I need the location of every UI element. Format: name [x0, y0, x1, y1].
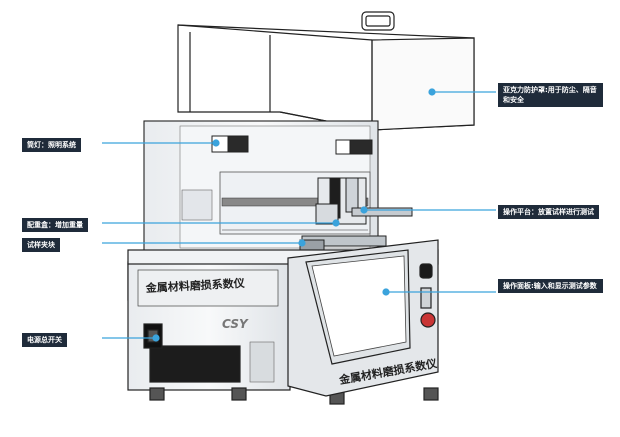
callout-platform: 操作平台：放置试样进行测试	[498, 205, 599, 219]
callout-lamp: 筒灯：照明系统	[22, 138, 81, 152]
lamp-right	[335, 139, 373, 155]
leader-lines	[102, 88, 496, 342]
lamp-left	[211, 135, 249, 153]
test-head	[299, 177, 413, 255]
front-plate-text: 金属材料磨损系数仪	[144, 276, 246, 295]
acrylic-cover	[177, 11, 475, 131]
callout-power-switch: 电源总开关	[22, 333, 67, 347]
callout-weight-box: 配重盒：增加重量	[22, 218, 88, 232]
control-panel	[287, 239, 439, 397]
callout-control-panel: 操作面板:输入和显示测试参数	[498, 279, 603, 293]
logo-text: CSY	[222, 317, 249, 331]
callout-acrylic-cover: 亚克力防护罩:用于防尘、隔音和安全	[498, 83, 603, 107]
callout-clamp: 试样夹块	[22, 238, 60, 252]
